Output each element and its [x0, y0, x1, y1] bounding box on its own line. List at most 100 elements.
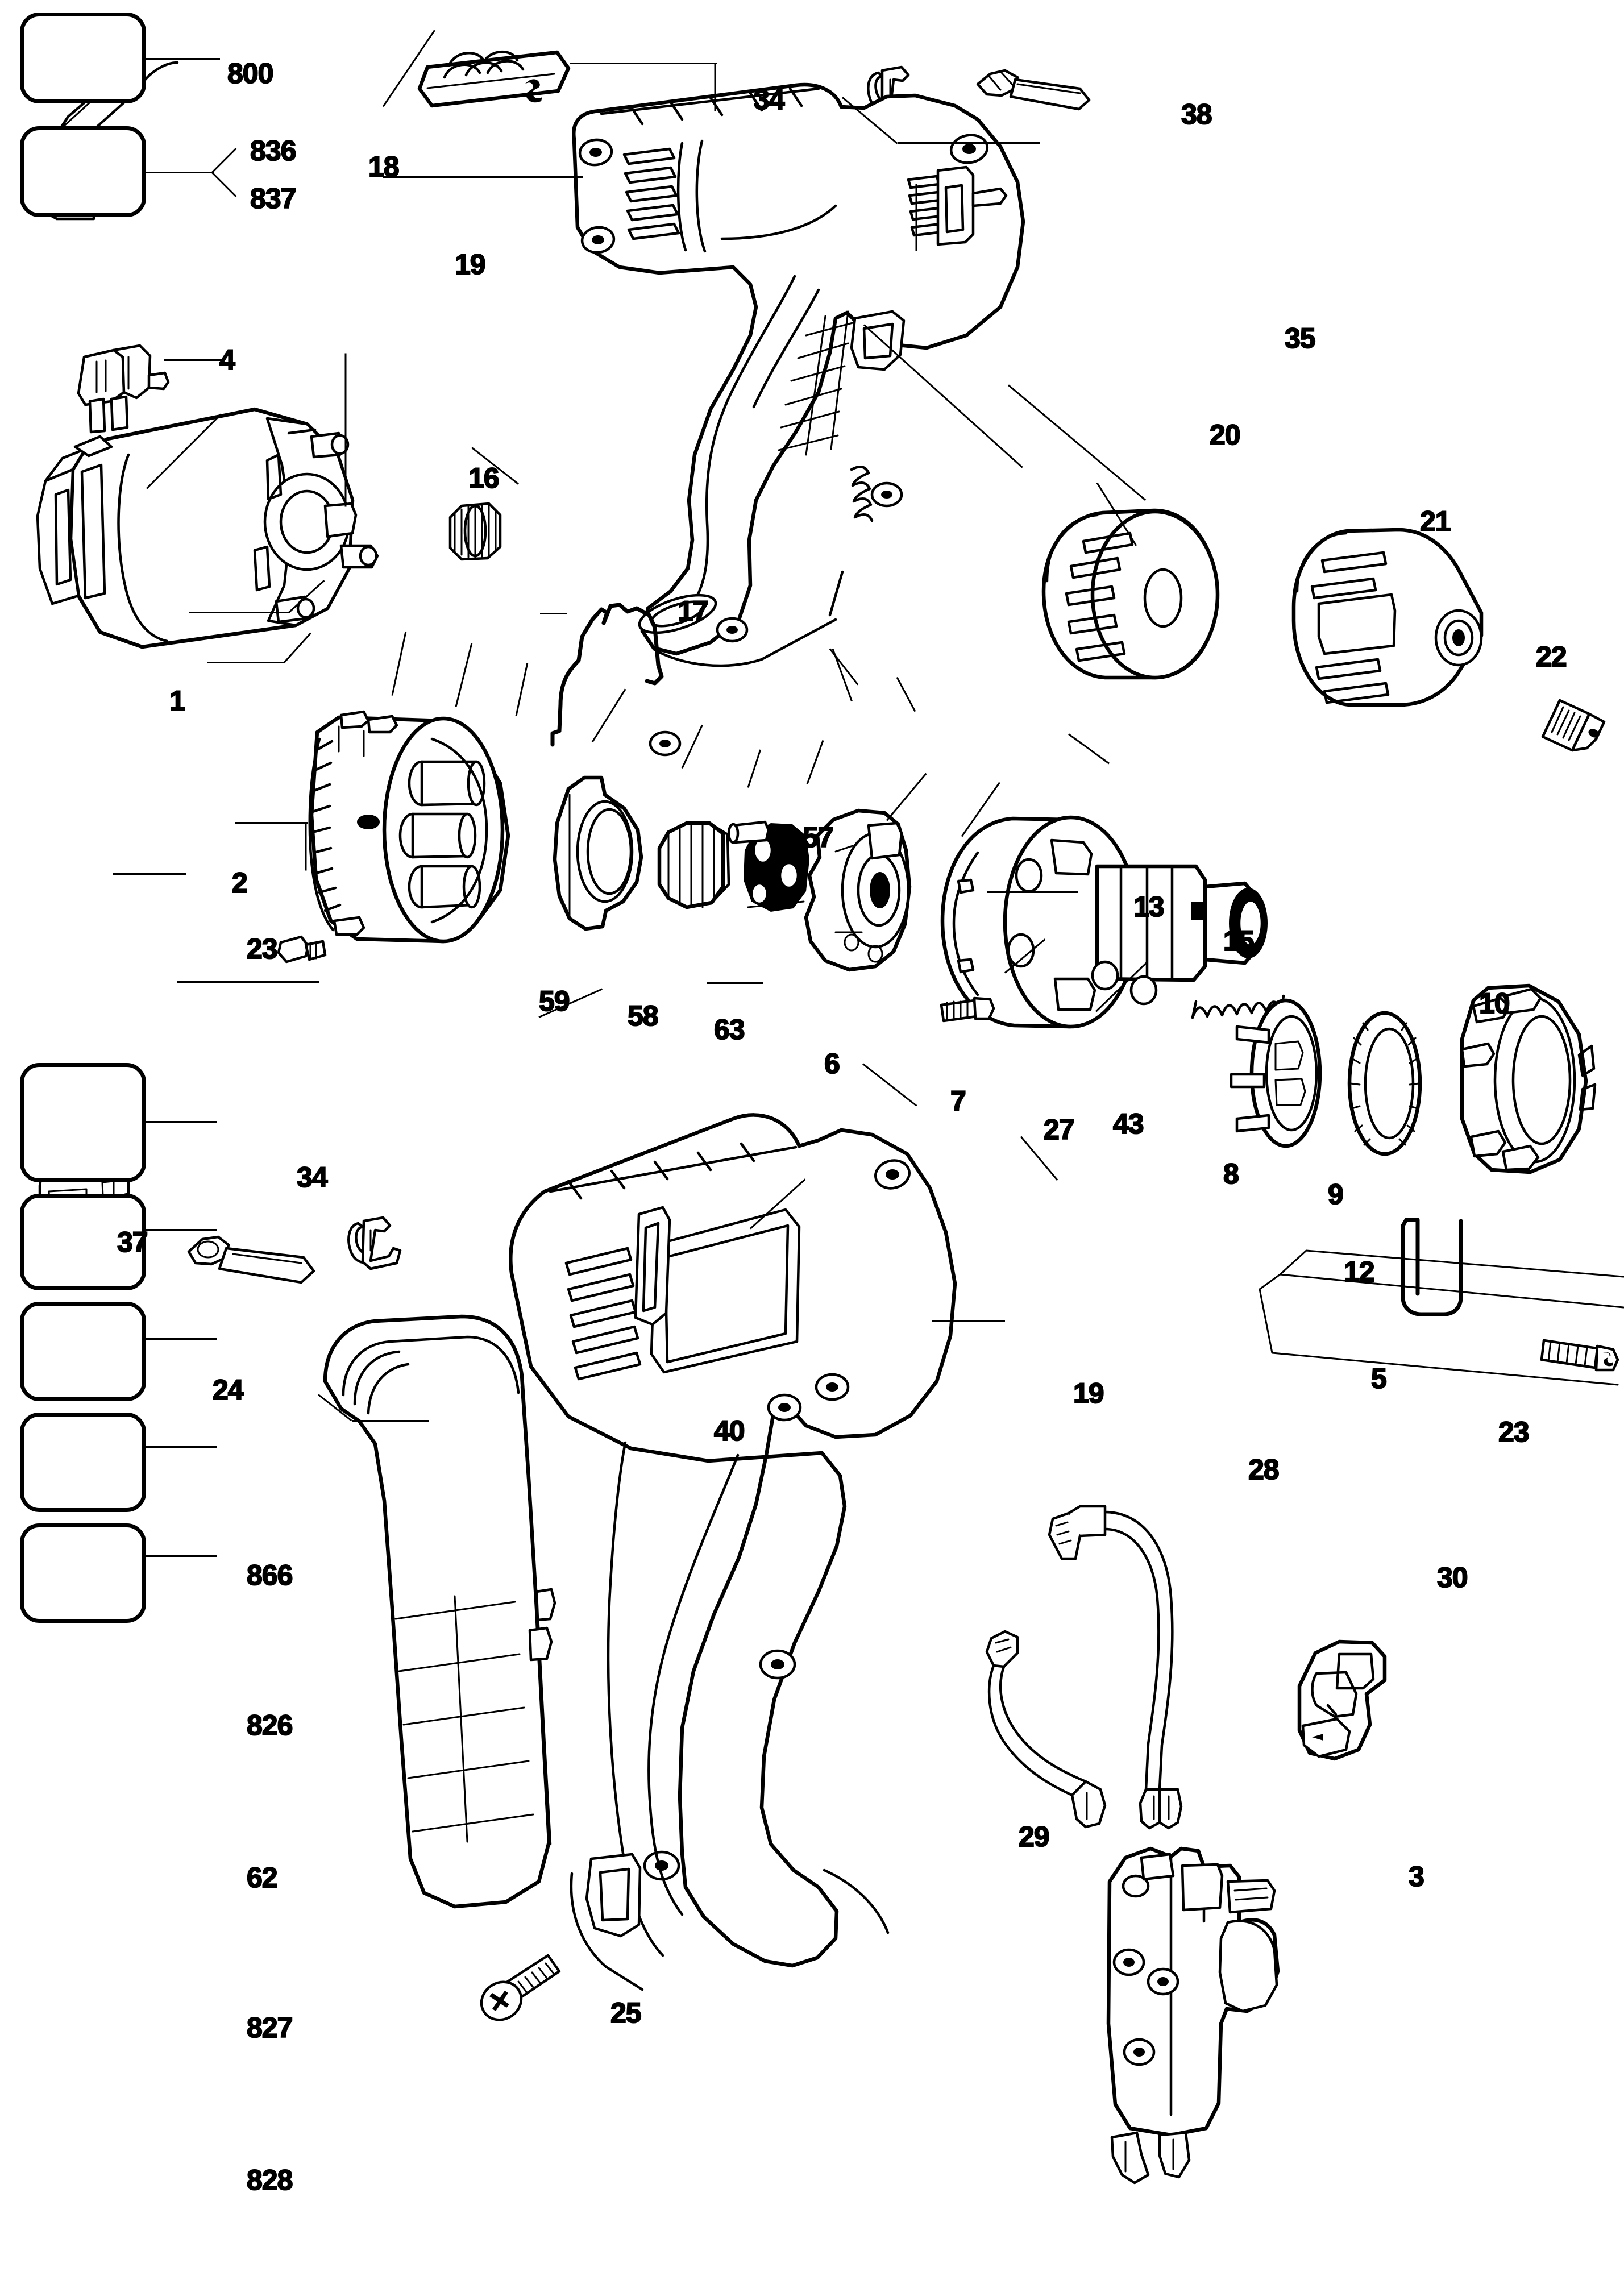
- callout-40: 40: [713, 1415, 746, 1447]
- leader-7: [681, 724, 703, 769]
- callout-2: 2: [231, 867, 248, 899]
- callout-828: 828: [246, 2164, 293, 2196]
- inset-frame-826: [20, 1194, 146, 1290]
- leader-16: [344, 353, 347, 507]
- callout-17: 17: [677, 595, 709, 627]
- art-gearcase: [308, 710, 510, 944]
- inset-frame-827: [20, 1413, 146, 1512]
- inset-frame-62: [20, 1302, 146, 1401]
- leader-2b: [288, 580, 325, 613]
- leader-18: [382, 30, 435, 107]
- callout-8: 8: [1223, 1158, 1240, 1190]
- leader-836: [211, 148, 237, 173]
- art-wire-29: [985, 1630, 1107, 1829]
- leader-23a: [207, 662, 285, 663]
- callout-28: 28: [1248, 1453, 1280, 1485]
- leader-34b-drop: [305, 823, 307, 871]
- callout-38: 38: [1181, 98, 1213, 130]
- leader-3: [932, 1320, 1005, 1322]
- art-clutch-ring-gear: [657, 821, 730, 909]
- callout-25: 25: [610, 1997, 642, 2029]
- leader-866: [146, 1121, 217, 1123]
- leader-10: [1068, 733, 1110, 765]
- art-chuck-screw: [1541, 699, 1606, 752]
- leader-29: [749, 1178, 806, 1230]
- art-bit-holder: [187, 1235, 315, 1284]
- callout-15: 15: [1223, 925, 1255, 957]
- callout-29: 29: [1018, 1821, 1050, 1853]
- callout-12: 12: [1343, 1256, 1376, 1288]
- leader-9: [961, 782, 1000, 837]
- leader-63: [515, 663, 529, 716]
- art-trigger-switch: [1106, 1846, 1280, 2185]
- leader-28: [862, 1063, 917, 1107]
- leader-35: [915, 184, 917, 251]
- inset-frame-836: [20, 126, 146, 217]
- callout-62: 62: [246, 1862, 279, 1893]
- leader-6: [591, 688, 626, 743]
- art-housing-lower: [509, 1113, 957, 1991]
- callout-34-top: 34: [753, 84, 786, 115]
- art-nameplate: [854, 181, 1008, 257]
- art-gearbox-housing: [940, 815, 1268, 1029]
- art-housing-upper: [572, 82, 1025, 757]
- callout-18: 18: [368, 151, 400, 182]
- callout-866: 866: [246, 1559, 293, 1591]
- art-spring-15: [1191, 994, 1285, 1019]
- art-speed-selector: [417, 50, 571, 108]
- leader-21: [1008, 384, 1147, 501]
- callout-800: 800: [227, 57, 274, 89]
- leader-58: [455, 643, 473, 707]
- art-screw-27: [940, 996, 995, 1023]
- leader-2: [189, 612, 290, 613]
- callout-827: 827: [246, 2012, 293, 2044]
- callout-19-upper: 19: [454, 248, 487, 280]
- leader-25b: [318, 1394, 352, 1422]
- leader-19b: [707, 982, 763, 984]
- leader-836-stem: [146, 172, 214, 173]
- callout-19-lower: 19: [1073, 1377, 1105, 1409]
- callout-63: 63: [713, 1014, 746, 1045]
- callout-7: 7: [950, 1085, 967, 1117]
- leader-38: [842, 97, 898, 144]
- art-screw-23a: [277, 935, 327, 964]
- leader-34a-drop: [714, 63, 716, 111]
- leader-22: [1096, 482, 1137, 546]
- callout-1: 1: [169, 685, 186, 717]
- inset-frame-866: [20, 1063, 146, 1182]
- leader-20: [863, 324, 1023, 468]
- callout-3: 3: [1408, 1860, 1425, 1892]
- inset-frame-828: [20, 1523, 146, 1623]
- art-clutch-pin-plate: [1230, 998, 1322, 1148]
- callout-37: 37: [117, 1226, 149, 1258]
- art-terminal-connector: [1297, 1639, 1387, 1761]
- callout-16: 16: [468, 462, 500, 494]
- art-screwdriver-bit: [976, 69, 1091, 111]
- callout-10: 10: [1478, 987, 1511, 1019]
- art-bit-clip-top: [867, 65, 920, 119]
- leader-38b: [898, 142, 1040, 144]
- leader-8: [886, 773, 927, 821]
- art-pin-57: [727, 820, 770, 844]
- art-handle-grip-cover: [323, 1314, 556, 1909]
- art-bracket-5: [1259, 1249, 1624, 1386]
- leader-27: [747, 749, 762, 788]
- callout-6: 6: [824, 1048, 841, 1079]
- callout-837: 837: [250, 182, 297, 214]
- callout-5: 5: [1370, 1363, 1388, 1394]
- art-wire-28: [1048, 1505, 1183, 1830]
- leader-37: [113, 873, 186, 875]
- callout-24: 24: [212, 1374, 244, 1406]
- callout-35: 35: [1284, 322, 1316, 354]
- callout-30: 30: [1436, 1561, 1469, 1593]
- leader-59: [391, 631, 407, 696]
- leader-62: [146, 1338, 217, 1340]
- leader-4: [164, 359, 224, 361]
- art-hex-key: [1401, 1218, 1463, 1316]
- callout-9: 9: [1327, 1178, 1344, 1210]
- leader-34b: [235, 822, 308, 824]
- callout-59: 59: [538, 985, 571, 1017]
- leader-23a-b: [283, 632, 311, 663]
- leader-34a: [570, 63, 717, 64]
